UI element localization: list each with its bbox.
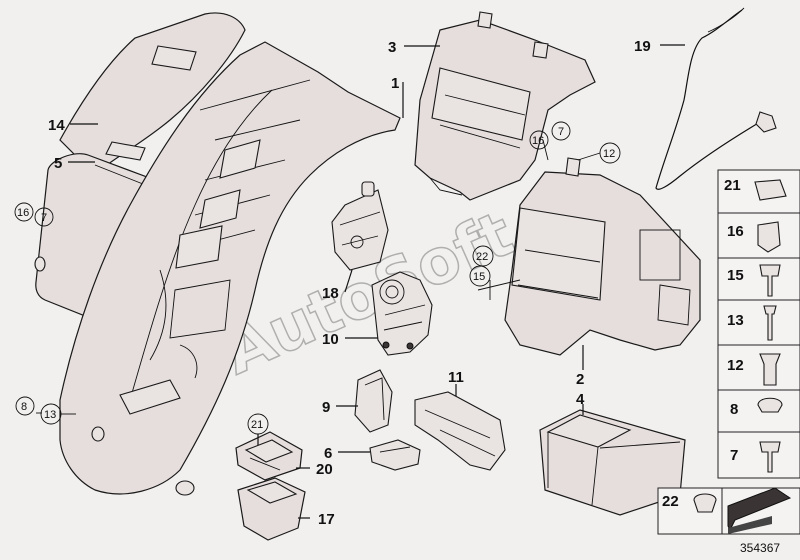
callout-18: 18 [322, 285, 339, 302]
callout-10: 10 [322, 331, 339, 348]
legend-item-8: 8 [730, 401, 738, 418]
callout-14: 14 [48, 117, 65, 134]
callout-2: 2 [576, 371, 584, 388]
callout-8: 8 [21, 401, 27, 413]
screw-15-icon [759, 264, 781, 297]
callout-3: 3 [388, 39, 396, 56]
cup-holder-insert-part [235, 431, 303, 481]
callout-15: 15 [473, 271, 485, 283]
arrow-icon [727, 487, 792, 532]
screw-7-icon [759, 441, 781, 473]
circled-callouts: 16 7 8 13 16 7 12 22 15 21 [14, 121, 621, 435]
callout-16-left: 16 [17, 207, 29, 219]
clip-nut-icon [754, 179, 787, 201]
callout-12: 12 [603, 148, 615, 160]
callout-20: 20 [316, 461, 333, 478]
callout-4: 4 [576, 391, 585, 408]
callout-9: 9 [322, 399, 330, 416]
guide-part-11 [414, 391, 506, 471]
grommet-icon [693, 493, 717, 513]
parts-legend: 21 16 15 13 12 8 7 [717, 169, 800, 479]
callout-17: 17 [318, 511, 335, 528]
callout-16-right: 16 [532, 135, 544, 147]
legend-item-7: 7 [730, 447, 738, 464]
legend-item-15: 15 [727, 267, 744, 284]
legend-bottom: 22 [657, 487, 800, 535]
legend-item-12: 12 [727, 357, 744, 374]
plug-cap-icon [757, 397, 783, 413]
clip-part-9 [354, 369, 393, 433]
callout-6: 6 [324, 445, 332, 462]
callout-22: 22 [476, 251, 488, 263]
lower-box-part [504, 157, 701, 356]
center-console-part [59, 41, 401, 496]
callout-7-right: 7 [558, 126, 564, 138]
upper-bracket-part [414, 11, 596, 201]
legend-item-13: 13 [727, 312, 744, 329]
expanding-nut-icon [759, 353, 781, 386]
callout-21: 21 [251, 419, 263, 431]
bracket-part-6 [369, 439, 421, 471]
lock-mechanism-part [371, 271, 433, 356]
screw-13-icon [763, 305, 777, 341]
callout-1: 1 [391, 75, 399, 92]
actuator-part [331, 181, 389, 271]
legend-item-21: 21 [724, 177, 741, 194]
callout-5: 5 [54, 155, 62, 172]
callout-19: 19 [634, 38, 651, 55]
callout-7-left: 7 [41, 212, 47, 224]
legend-item-16: 16 [727, 223, 744, 240]
plug-icon [757, 221, 781, 253]
cup-part-17 [237, 477, 306, 541]
legend-item-22: 22 [662, 493, 679, 510]
diagram-id: 354367 [740, 541, 780, 555]
callout-11: 11 [448, 369, 464, 386]
callout-13: 13 [44, 409, 56, 421]
cable-part-19 [655, 7, 777, 190]
drawer-tray-part [539, 409, 686, 516]
